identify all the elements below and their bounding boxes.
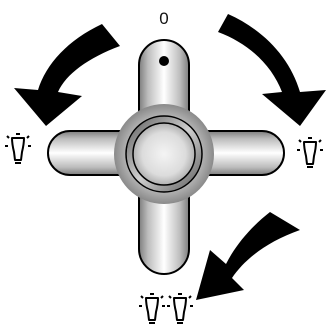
arrow-top-left-icon bbox=[14, 24, 120, 126]
lamp-right-icon bbox=[297, 138, 323, 167]
knob-indicator-dot bbox=[159, 56, 169, 66]
knob-cap bbox=[133, 123, 195, 185]
position-zero-label: 0 bbox=[159, 9, 168, 28]
lamp-bottom-left-icon bbox=[139, 294, 165, 323]
lamp-bottom-right-icon bbox=[167, 294, 193, 323]
arrow-top-right-icon bbox=[218, 14, 326, 126]
arrow-bottom-right-icon bbox=[196, 212, 300, 300]
lamp-left-icon bbox=[5, 134, 31, 163]
